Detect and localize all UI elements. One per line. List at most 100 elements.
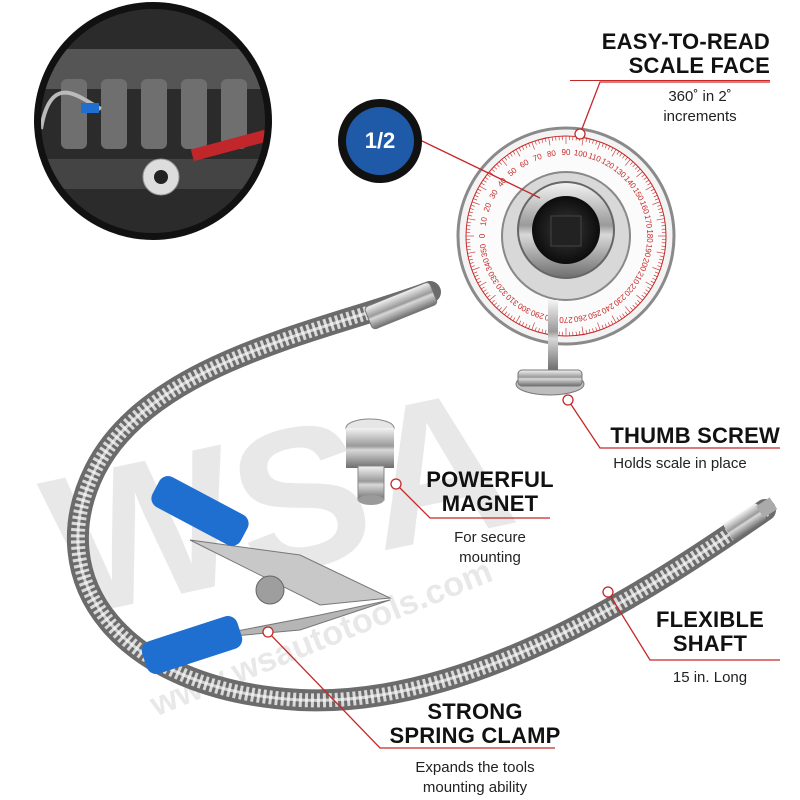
dial-tick [477,280,482,284]
dial-tick [515,315,521,323]
dial-tick [658,208,663,210]
dial-tick [504,157,508,161]
callout-desc: 360˚ in 2˚ increments [663,88,737,125]
dial-tick [588,329,591,334]
thumb-screw [515,300,585,396]
dial-tick [544,329,547,334]
callout-desc: Holds scale in place [613,455,747,472]
dial-tick [601,143,604,148]
dial-tick [551,136,553,141]
magnet-adapter [345,418,395,505]
dial-tick [659,211,664,214]
dial-tick [619,152,623,157]
dial-tick [541,138,544,143]
dial-tick [484,292,489,296]
dial-tick [645,179,650,183]
dial-tick [509,152,513,157]
dial-tick [469,208,474,210]
dial-tick [518,320,522,325]
dial-tick [641,174,645,178]
dial-tick [595,327,598,332]
dial-tick [541,329,544,334]
dial-tick [581,326,584,335]
dial-tick [498,307,502,311]
dial-tick [581,137,584,146]
drive-size-label: 1/2 [364,128,396,153]
flexible-shaft [67,281,778,712]
dial-tick [473,198,478,201]
dial-tick [501,159,508,166]
dial-tick [506,154,510,159]
dial-tick [622,154,626,159]
dial-tick [634,166,639,170]
dial-tick [475,191,480,195]
dial-tick [467,218,476,221]
dial-label: 290 [529,308,545,321]
dial-tick [624,306,631,313]
dial-tick [493,166,498,170]
dial-tick [521,145,525,150]
dial-tick [531,322,535,331]
dial-tick [509,315,513,320]
dial-tick [470,204,475,207]
dial-tick [607,322,611,327]
dial-tick [636,294,643,301]
dial-tick [647,286,651,290]
dial-tick [630,161,634,165]
dial-tick [498,161,502,165]
dial-tick [531,141,535,150]
dial-tick [652,277,657,281]
dial-tick [601,324,604,329]
dial-tick [496,163,500,168]
dial-label: 260 [573,313,588,324]
dial-label: 70 [532,152,544,164]
dial-tick [634,302,639,306]
dial-tick [534,327,537,332]
dial-tick [653,274,658,277]
callout-scale-face: EASY-TO-READ SCALE FACE 360˚ in 2˚ incre… [570,30,770,127]
dial-tick [501,306,508,313]
dial-tick [479,185,487,191]
dial-tick [515,149,521,157]
inset-photo [34,2,272,240]
dial-label: 180 [645,229,654,243]
dial-tick [624,311,628,315]
dial-tick [637,300,641,304]
dial-label: 10 [479,216,490,227]
dial-tick [528,143,531,148]
callout-title: THUMB SCREW [610,423,780,448]
dial-tick [641,294,645,298]
dial-tick [544,138,547,143]
callout-magnet: POWERFUL MAGNET For secure mounting [420,468,560,568]
dial-tick [607,145,611,150]
dial-tick [611,149,617,157]
dial-tick [630,307,634,311]
dial-tick [597,322,601,331]
dial-tick [484,176,489,180]
dial-tick [491,168,495,172]
dial-label: 200 [638,257,651,273]
dial-tick [654,198,659,201]
dial-tick [491,300,495,304]
dial-tick [622,313,626,318]
dial-tick [657,204,662,207]
dial-tick [496,304,500,309]
dial-tick [468,211,473,214]
dial-tick [659,214,664,217]
dial-tick [512,317,516,321]
callout-title: POWERFUL MAGNET [426,467,554,516]
dial-tick [652,267,661,271]
dial-tick [659,258,664,261]
clamp-grip-top [151,476,249,546]
dial-tick [636,171,643,178]
dial-label: 100 [573,148,588,159]
dial-tick [650,188,655,192]
engine-photo [41,9,265,233]
dial-tick [661,221,666,223]
dial-tick [479,281,487,287]
dial-tick [652,201,661,205]
shaft-end-fitting [723,497,778,540]
dial-label: 110 [587,151,603,164]
